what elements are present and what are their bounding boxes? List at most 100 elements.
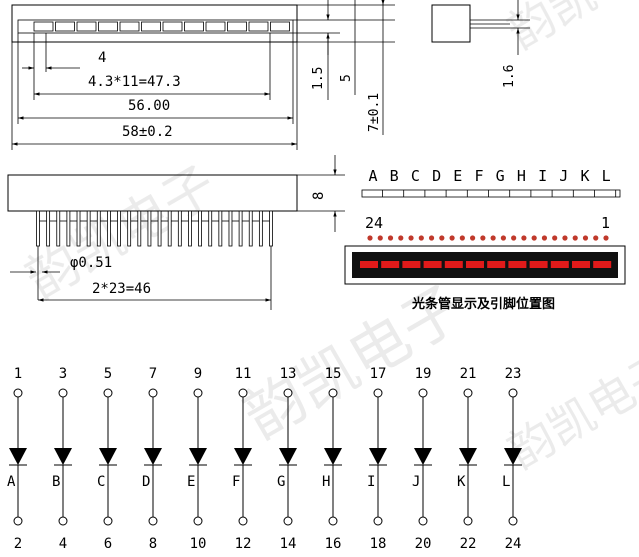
front-view: 8 φ0.51 2*23=46 [7,155,345,310]
bottom-pin-number: 18 [370,536,387,552]
pin-lead [208,210,213,247]
pin-lead [248,210,253,247]
diode-symbol [144,448,162,465]
diode-letter: F [232,474,240,490]
dim-segment-span: 4.3*11=47.3 [88,74,181,90]
led-segment [466,261,484,268]
dim-side-1-6: 1.6 [502,65,517,88]
diode-letter: I [367,474,375,490]
dim-5: 5 [339,74,354,82]
bottom-pin-number: 10 [190,536,207,552]
diode-symbol [504,448,522,465]
top-pin-number: 15 [325,366,342,382]
diode-symbol [324,448,342,465]
pin-lead [137,210,142,247]
pin-label-1: 1 [601,214,610,232]
pin-dot [387,235,394,241]
watermark-text-4: 韵凯电子 [499,341,639,480]
top-segment [98,21,118,32]
top-view-body [11,4,298,43]
terminal-top [193,388,203,398]
segment-letter: I [538,167,547,185]
terminal-bottom [193,516,203,526]
terminal-top [418,388,428,398]
diode-letter: D [142,474,150,490]
pin-lead [218,210,223,247]
led-bar-frame [344,245,626,285]
top-pin-number: 3 [59,366,67,382]
diode-letter: C [97,474,105,490]
diode-letter: L [502,474,510,490]
top-segment [205,21,226,32]
pin-lead [238,210,243,247]
pin-dot [480,235,486,241]
pin-lead [36,210,40,247]
pin-lead [86,210,91,247]
led-segment [402,261,421,268]
terminal-bottom [283,516,293,526]
pin-dot [449,235,455,241]
pin-lead [157,210,162,247]
diode-letter: B [52,474,60,490]
terminal-bottom [328,516,338,526]
pin-dot [572,235,578,241]
dim-pin-diameter: φ0.51 [70,255,112,271]
segment-letter: J [559,167,568,185]
diode-symbol [414,448,432,465]
diode-channel: 56C [97,366,117,552]
terminal-bottom [13,516,23,526]
pin-lead [228,210,233,247]
top-view-window [17,19,294,34]
diode-symbol [99,448,117,465]
terminal-bottom [373,516,383,526]
pin-lead [46,210,51,247]
top-segment [227,21,247,32]
pin-dot [459,235,465,241]
bottom-pin-number: 2 [14,536,22,552]
dim-pitch: 4 [98,50,106,66]
pin-lead [147,210,152,247]
bottom-pin-number: 24 [505,536,522,552]
diode-channel: 23 24 L [502,366,522,552]
segment-strip [361,189,621,198]
top-segment [184,21,204,32]
top-segment [248,21,269,32]
top-pin-number: 7 [149,366,157,382]
diode-channel: 34B [52,366,72,552]
led-segment [381,261,400,268]
led-segments [360,261,612,268]
terminal-bottom [238,516,248,526]
top-pin-number: 19 [415,366,432,382]
dim-body-8: 8 [311,192,327,200]
pin-lead [198,210,202,247]
watermark-text-1: 韵凯电子 [499,0,639,60]
top-segment [33,21,54,32]
top-pin-number: 23 [505,366,522,382]
pin-dot [593,235,599,241]
bottom-pin-number: 14 [280,536,297,552]
led-segment [444,261,463,268]
pin-dot [398,235,404,241]
segment-letter: H [517,167,526,185]
pin-lead [177,210,182,247]
segment-letter: B [390,167,399,185]
front-view-pins [36,210,273,247]
diode-symbol [369,448,387,465]
diode-channel: 78D [142,366,162,552]
pin-dot [531,235,537,241]
led-segment [529,261,548,268]
segment-letter: E [453,167,462,185]
top-pin-number: 13 [280,366,297,382]
diode-symbol [189,448,207,465]
pin-lead [107,210,111,247]
terminal-bottom [58,516,68,526]
dim-overall-width: 58±0.2 [122,124,173,140]
segment-letter: G [496,167,505,185]
pin-dot [367,235,373,241]
bottom-pin-number: 6 [104,536,112,552]
